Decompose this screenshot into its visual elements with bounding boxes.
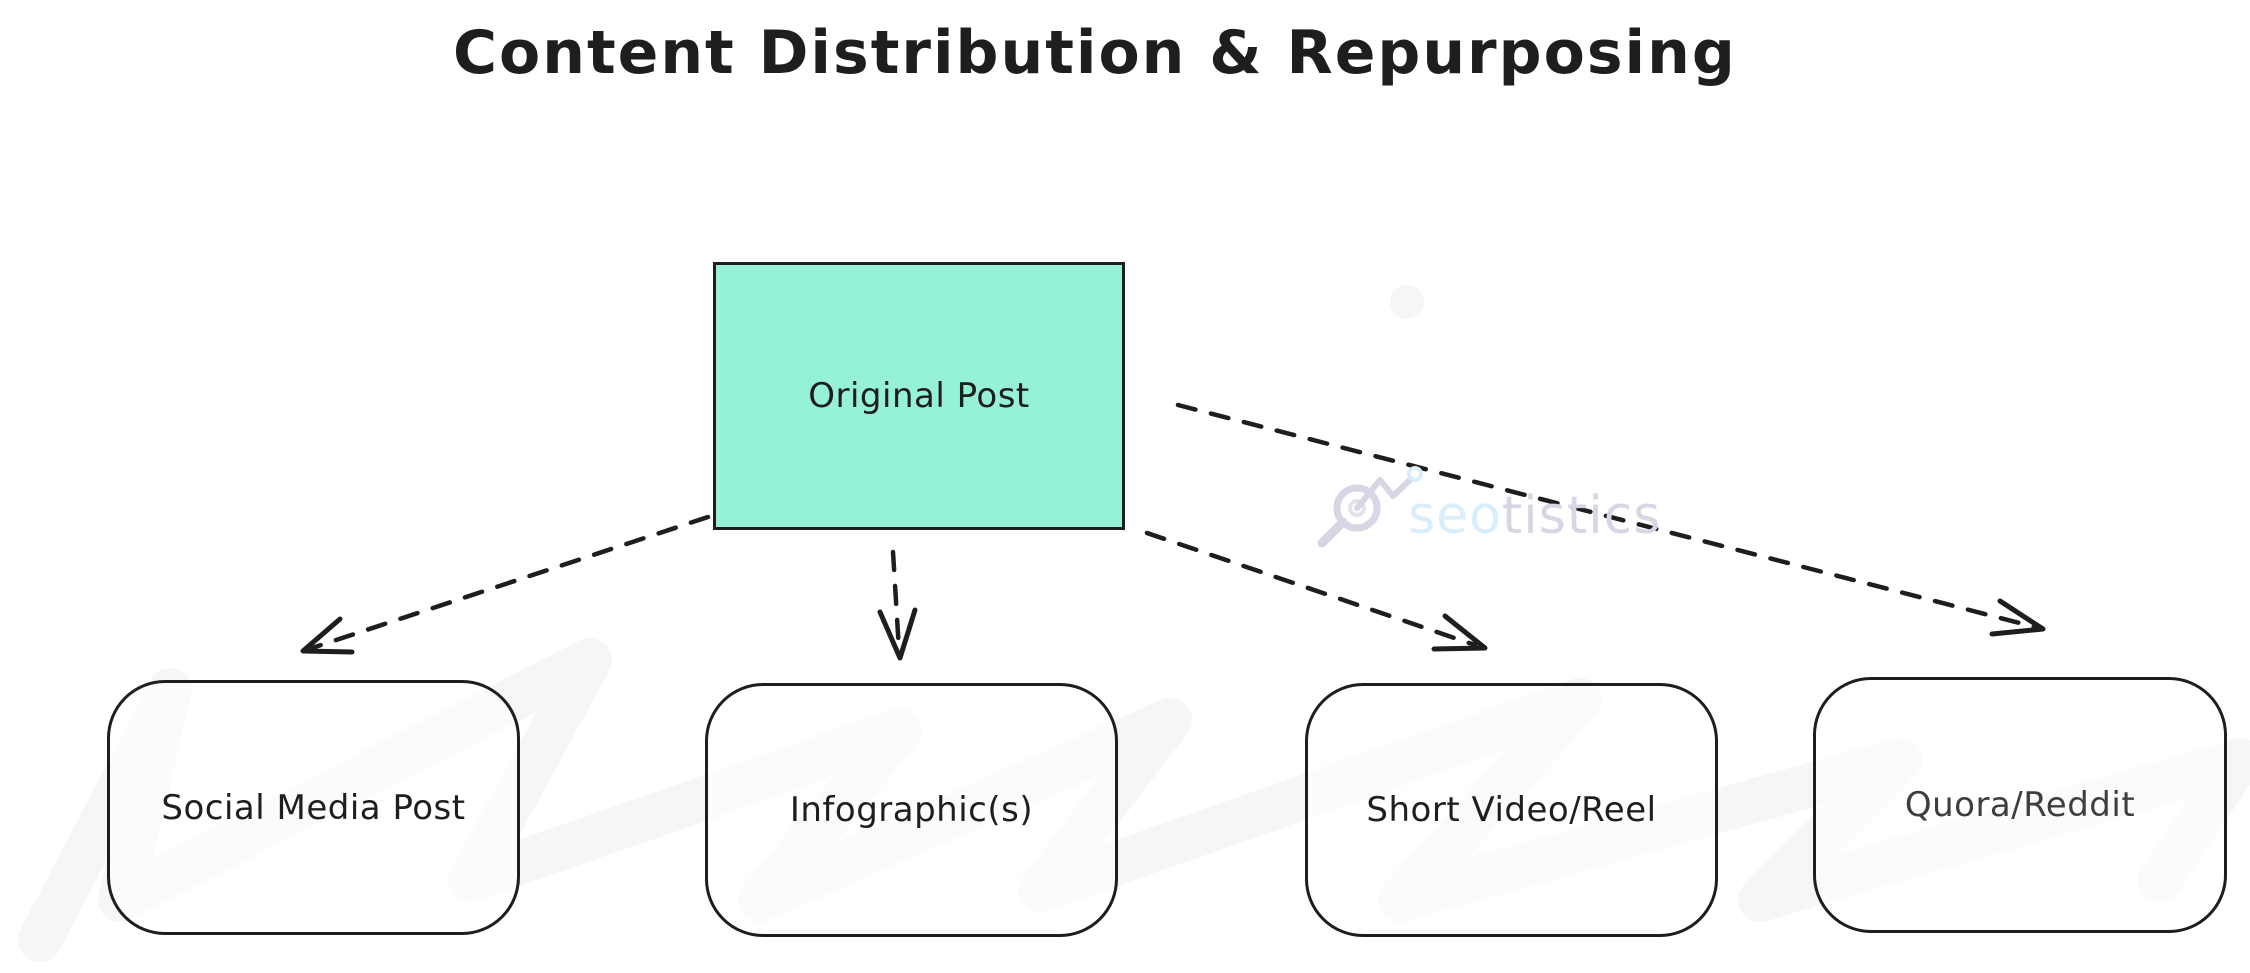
arrowhead-icon — [1431, 613, 1488, 652]
edge-line — [1175, 402, 2038, 630]
node-label: Quora/Reddit — [1904, 785, 2136, 825]
decorative-dot — [1390, 285, 1424, 319]
edge-original-to-social — [300, 514, 711, 655]
arrowhead-icon — [300, 616, 355, 655]
edge-original-to-short-video — [1144, 530, 1488, 652]
edge-original-to-quora-reddit — [1175, 402, 2046, 637]
edge-original-to-infographics — [877, 549, 918, 661]
node-infographics[interactable]: Infographic(s) — [705, 683, 1118, 937]
node-short-video-reel[interactable]: Short Video/Reel — [1305, 683, 1718, 937]
arrowhead-icon — [1989, 598, 2046, 637]
node-social-media-post[interactable]: Social Media Post — [107, 680, 520, 935]
edge-line — [309, 514, 711, 651]
edge-line — [1144, 530, 1478, 648]
magnifier-chart-icon — [1317, 466, 1423, 548]
node-label: Short Video/Reel — [1366, 790, 1657, 830]
diagram-title: Content Distribution & Repurposing — [453, 18, 1737, 88]
node-quora-reddit[interactable]: Quora/Reddit — [1813, 677, 2227, 933]
node-label: Infographic(s) — [789, 790, 1034, 830]
node-label: Original Post — [808, 376, 1030, 416]
arrowhead-icon — [877, 607, 918, 661]
edge-line — [890, 549, 902, 653]
node-label: Social Media Post — [161, 787, 466, 828]
node-original-post[interactable]: Original Post — [713, 262, 1125, 530]
